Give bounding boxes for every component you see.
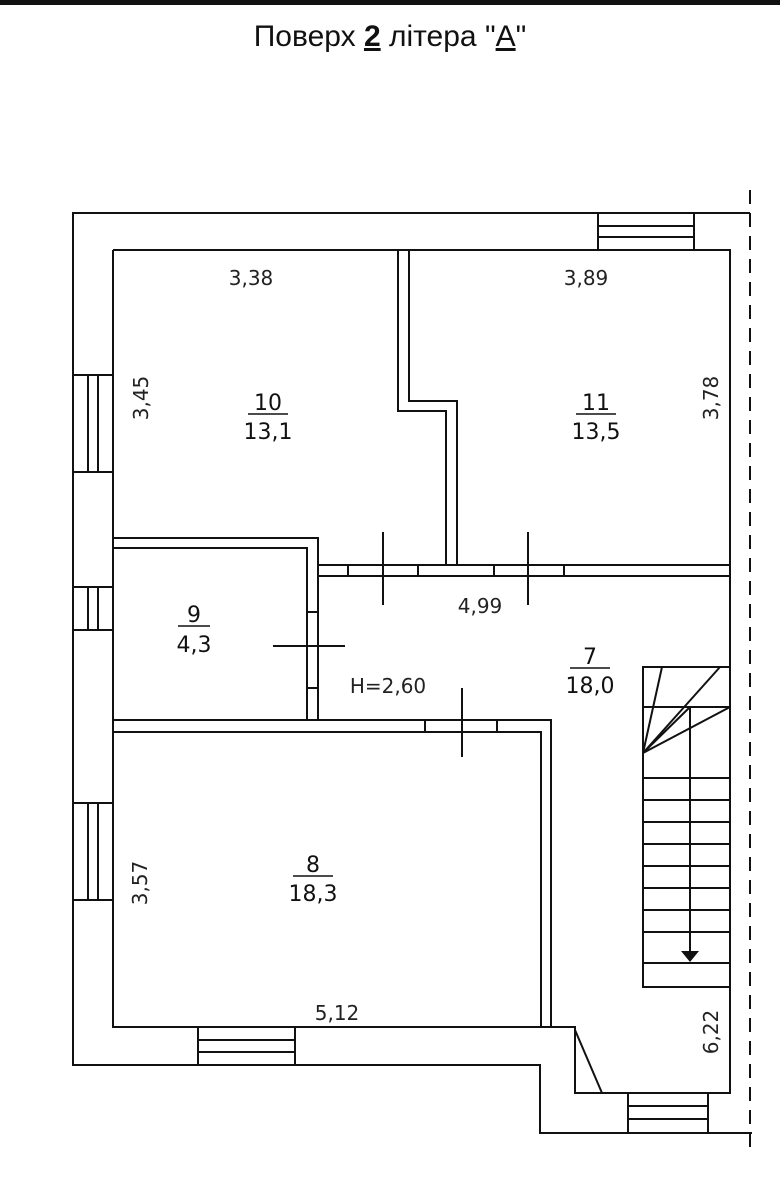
partition-10-11-right xyxy=(408,250,458,565)
room-10-number: 10 xyxy=(254,391,282,416)
room-11-number: 11 xyxy=(582,391,610,416)
window-top xyxy=(597,212,695,251)
title-letter: А xyxy=(495,20,516,53)
room-7-number: 7 xyxy=(583,645,597,670)
title-floor-number: 2 xyxy=(363,20,381,53)
outer-wall xyxy=(72,212,752,1134)
window-left-1 xyxy=(72,374,114,473)
inner-outline xyxy=(112,249,731,1094)
window-left-2 xyxy=(72,586,114,631)
window-entrance xyxy=(627,1092,709,1134)
dim-room11-width: 3,89 xyxy=(564,266,609,290)
dim-corridor-width: 4,99 xyxy=(458,594,503,618)
title-middle: літера " xyxy=(380,20,496,53)
dim-room10-height: 3,45 xyxy=(129,376,153,421)
room-8-number: 8 xyxy=(306,853,320,878)
dim-room10-width: 3,38 xyxy=(229,266,274,290)
angled-wall xyxy=(574,1029,603,1094)
title-prefix: Поверх xyxy=(253,20,364,53)
stair-arrow xyxy=(681,951,699,962)
title-suffix: " xyxy=(515,20,527,53)
staircase xyxy=(642,666,731,988)
room8-wall-top-outer xyxy=(113,719,552,1027)
partition-10-11-left xyxy=(397,250,447,565)
window-bottom xyxy=(197,1026,296,1066)
room-7-area: 18,0 xyxy=(566,674,615,699)
room-11-area: 13,5 xyxy=(572,420,621,445)
dim-room8-width: 5,12 xyxy=(315,1001,360,1025)
room9-wall-inner xyxy=(113,547,308,720)
window-left-3 xyxy=(72,802,114,901)
top-border xyxy=(0,0,780,5)
dim-room8-height: 3,57 xyxy=(128,861,152,906)
room8-wall-top-inner xyxy=(113,731,542,1027)
ceiling-height: Н=2,60 xyxy=(350,674,426,698)
floor-title: Поверх 2 літера "А" xyxy=(0,20,780,54)
room-10-area: 13,1 xyxy=(244,420,293,445)
dim-stair-height: 6,22 xyxy=(699,1010,723,1055)
room-9-number: 9 xyxy=(187,603,201,628)
room9-wall-outer xyxy=(113,537,319,720)
dim-room11-height: 3,78 xyxy=(699,376,723,421)
room-8-area: 18,3 xyxy=(289,882,338,907)
room-9-area: 4,3 xyxy=(177,633,212,658)
